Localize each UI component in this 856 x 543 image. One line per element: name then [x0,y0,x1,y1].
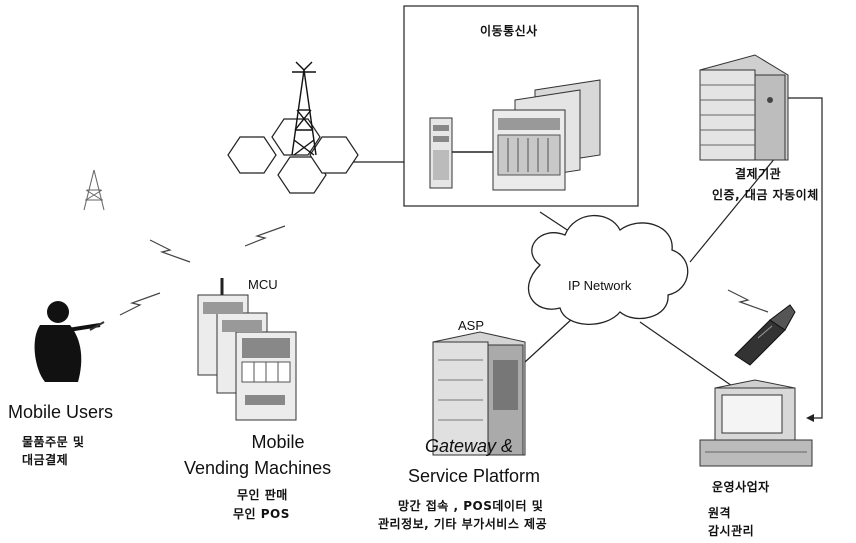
payment-server-icon [699,54,789,161]
carrier-servers-icon [429,79,601,191]
vending-machines-icon [197,278,297,421]
payment-description: 인증, 대금 자동이체 [712,188,819,202]
network-label: IP Network [568,278,632,293]
cell-tower-icon [227,61,359,194]
mobile-users-title: Mobile Users [8,402,114,422]
mcu-label: MCU [248,277,278,292]
gateway-title-line2: Service Platform [408,466,541,486]
operator-desc-line2: 감시관리 [708,524,755,538]
asp-server-icon [432,331,526,456]
mobile-users-desc-line2: 대금결제 [22,453,69,467]
gateway-desc-line1: 망간 접속 , POS데이터 및 [398,499,544,513]
asp-to-network-line [524,317,574,363]
ip-network-cloud [527,214,689,325]
operator-to-network-line [639,321,736,389]
vending-title-line2: Vending Machines [184,458,332,478]
mobile-users-desc-line1: 물품주문 및 [22,435,85,449]
payment-to-network-line [689,151,781,263]
asp-label: ASP [458,318,485,333]
operator-title: 운영사업자 [712,480,770,494]
gateway-title-line1: Gateway & [425,436,514,456]
payment-to-operator-line [782,97,823,419]
gateway-desc-line2: 관리정보, 기타 부가서비스 제공 [378,517,548,531]
vending-title-line1: Mobile [251,432,305,452]
operator-desc-line1: 원격 [708,506,732,520]
payment-title: 결제기관 [735,167,782,181]
mobile-user-icon [34,301,105,382]
carrier-title: 이동통신사 [480,24,538,38]
wireless-signal-icons [119,225,769,316]
vending-desc-line2: 무인 POS [233,507,290,521]
vending-desc-line1: 무인 판매 [237,488,288,502]
mobile-phone-icon [734,304,796,366]
operator-computer-icon [699,379,813,467]
small-tower-icon [83,169,105,211]
connection-lines [338,97,823,419]
arrowhead-icon [806,414,814,422]
